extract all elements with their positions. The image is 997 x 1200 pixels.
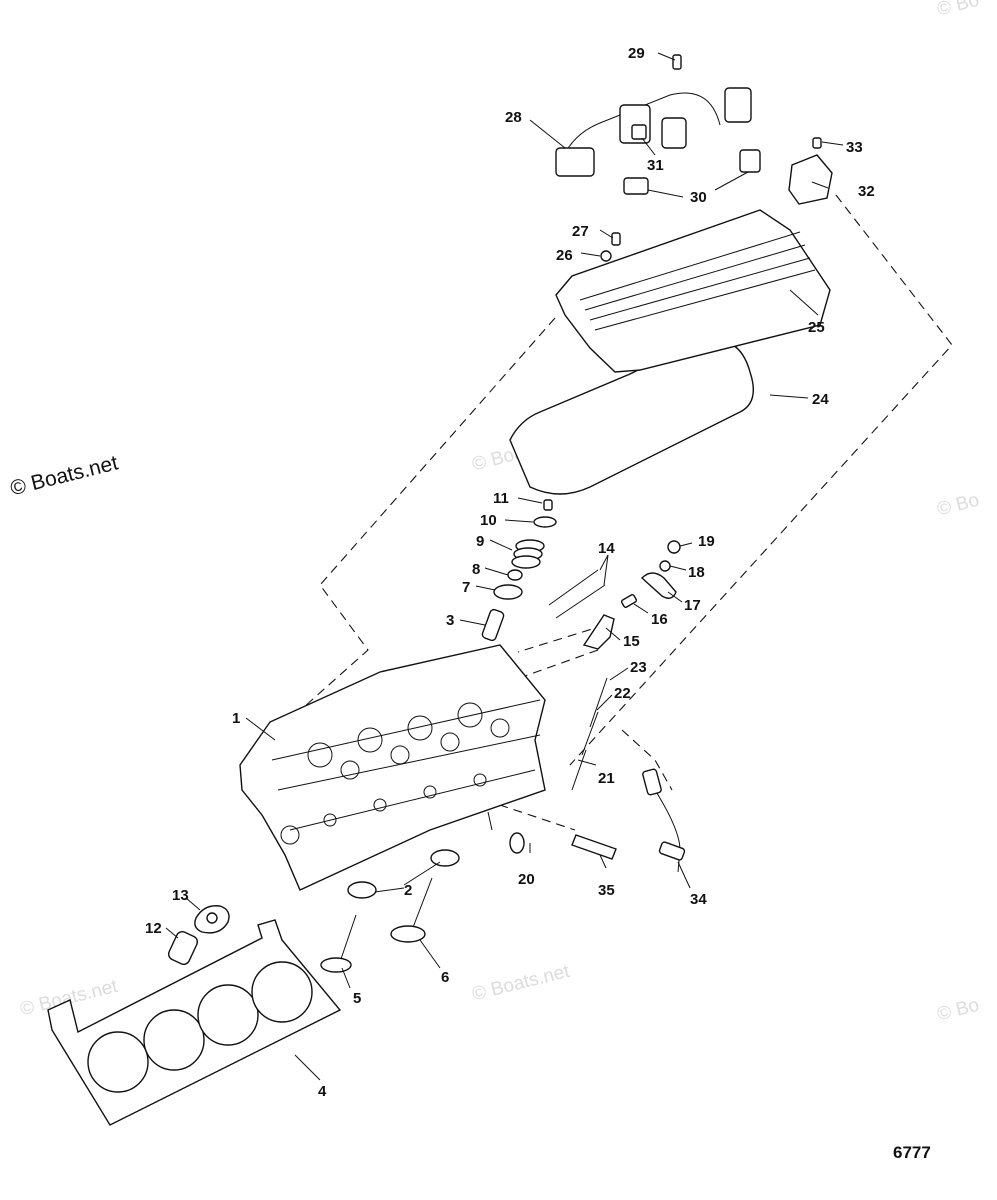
callout-35: 35: [598, 882, 615, 899]
ignition-coil: [788, 154, 833, 205]
connectors: [623, 149, 761, 195]
callout-11: 11: [493, 490, 509, 507]
callout-7: 7: [462, 579, 470, 596]
connector-center: [631, 124, 647, 140]
pushrod-guide: [582, 614, 615, 650]
callout-4: 4: [318, 1083, 327, 1100]
callout-26: 26: [556, 247, 573, 264]
callout-31: 31: [647, 157, 664, 174]
rocker-ball: [659, 560, 671, 572]
callout-18: 18: [688, 564, 705, 581]
valve-spring: [511, 539, 545, 569]
harness-bolt: [672, 54, 682, 70]
callout-21: 21: [598, 770, 615, 787]
callout-12: 12: [145, 920, 162, 937]
callout-27: 27: [572, 223, 589, 240]
spark-plug: [571, 834, 617, 860]
head-bolts: [571, 677, 608, 791]
callout-20: 20: [518, 871, 535, 888]
callout-17: 17: [684, 597, 701, 614]
callout-numbers: 1 2 3 4 5 6 7 8 9 10 11 12 13 14 15 16 1…: [145, 45, 875, 1100]
callout-29: 29: [628, 45, 645, 62]
valve-cover: [555, 209, 831, 373]
callout-28: 28: [505, 109, 522, 126]
callout-15: 15: [623, 633, 640, 650]
callout-34: 34: [690, 891, 707, 908]
spring-retainer: [533, 516, 557, 528]
callout-8: 8: [472, 561, 480, 578]
callout-2: 2: [404, 882, 412, 899]
valve-guide: [481, 608, 505, 642]
callout-22: 22: [614, 685, 631, 702]
callout-1: 1: [232, 710, 240, 727]
rocker-nut: [667, 540, 681, 554]
dowel-sleeve: [167, 931, 199, 965]
callout-10: 10: [480, 512, 497, 529]
valve-stem-seal: [507, 569, 523, 581]
expansion-plug: [509, 832, 525, 854]
callout-33: 33: [846, 139, 863, 156]
leader-lines: [165, 52, 844, 1081]
washer: [600, 250, 612, 262]
callout-24: 24: [812, 391, 829, 408]
valve-seals: [347, 849, 460, 899]
callout-32: 32: [858, 183, 875, 200]
diagram-reference-number: 6777: [893, 1143, 931, 1162]
callout-13: 13: [172, 887, 189, 904]
callout-14: 14: [598, 540, 615, 557]
rocker-arm: [640, 572, 677, 599]
coil-bolt: [812, 137, 822, 149]
seal-ring: [194, 905, 230, 934]
callout-5: 5: [353, 990, 361, 1007]
callout-19: 19: [698, 533, 715, 550]
callout-9: 9: [476, 533, 484, 550]
pushrods: [548, 569, 606, 619]
callout-16: 16: [651, 611, 668, 628]
wiring-harness: [555, 87, 752, 177]
exhaust-valve: [320, 914, 357, 973]
head-port-details: [280, 702, 510, 845]
callout-25: 25: [808, 319, 825, 336]
cylinder-head: [239, 644, 546, 891]
valve-keeper: [543, 499, 553, 511]
spring-seat: [493, 584, 523, 600]
intake-valve: [390, 877, 433, 943]
cover-bolt: [611, 232, 621, 246]
callout-30: 30: [690, 189, 707, 206]
spark-plug-wire: [642, 768, 686, 873]
rocker-pivot: [620, 594, 638, 608]
callout-6: 6: [441, 969, 449, 986]
callout-23: 23: [630, 659, 647, 676]
callout-3: 3: [446, 612, 454, 629]
head-gasket: [47, 919, 342, 1126]
